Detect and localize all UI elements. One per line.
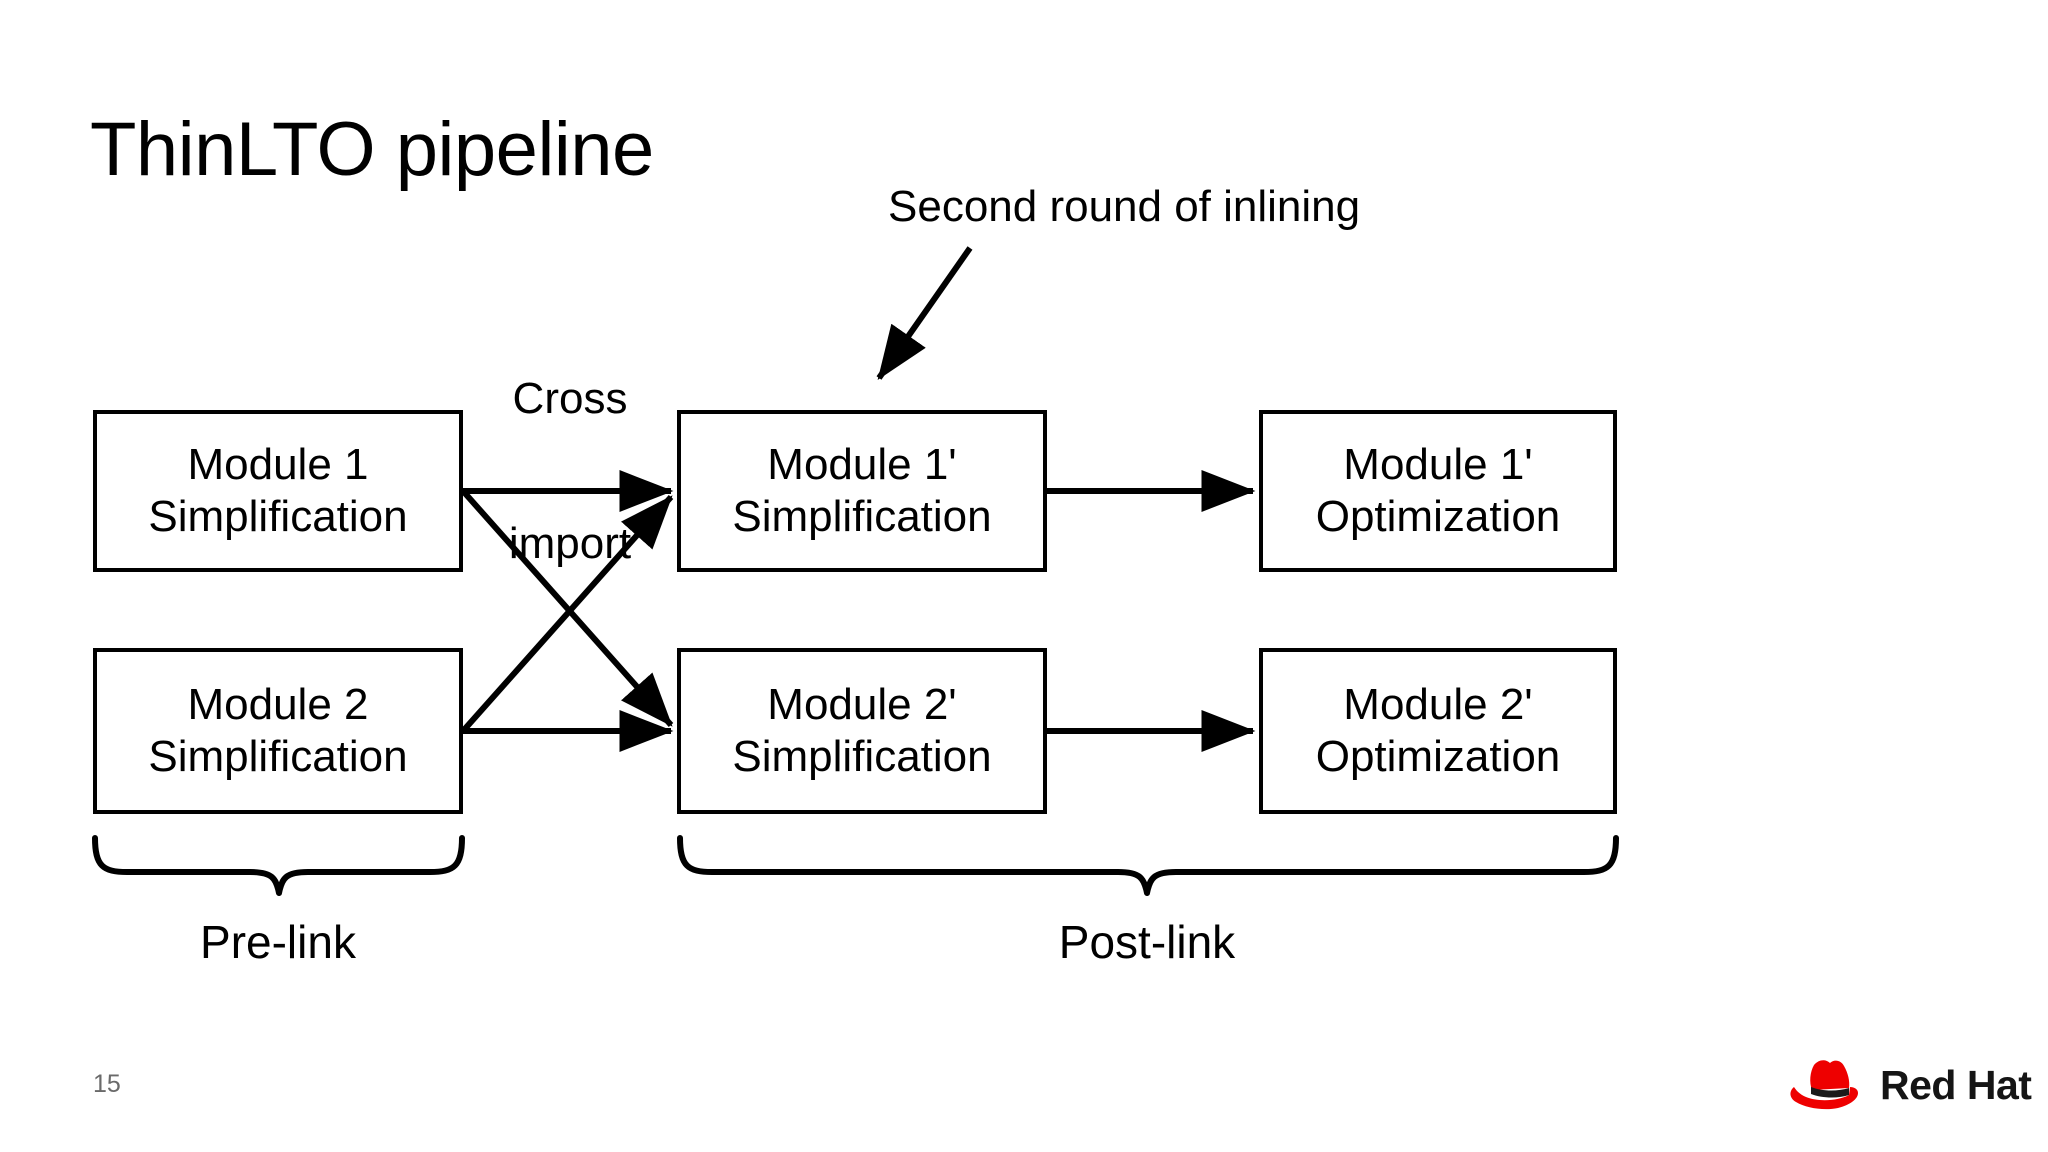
- annotation-second-round-of-inlining: Second round of inlining: [888, 182, 1361, 231]
- brace-post-link: [677, 835, 1619, 896]
- node-line-2: Simplification: [148, 492, 408, 541]
- node-line-1: Module 1': [767, 440, 957, 490]
- label-cross-import-line2: import: [508, 518, 632, 568]
- node-module-1-prime-simplification[interactable]: Module 1' Simplification: [677, 410, 1047, 572]
- node-line-2: Optimization: [1315, 732, 1561, 781]
- node-line-1: Module 2': [1343, 680, 1533, 730]
- red-hat-fedora-icon: [1790, 1060, 1858, 1110]
- group-label-pre-link: Pre-link: [200, 916, 356, 968]
- node-line-2: Simplification: [732, 732, 992, 781]
- brace-pre-link: [92, 835, 465, 896]
- node-line-2: Simplification: [732, 492, 992, 541]
- node-line-1: Module 2: [187, 680, 369, 730]
- label-cross-import: Cross import: [470, 278, 670, 665]
- node-line-1: Module 1': [1343, 440, 1533, 490]
- node-module-2-simplification[interactable]: Module 2 Simplification: [93, 648, 463, 814]
- node-line-1: Module 1: [187, 440, 369, 490]
- label-cross-import-line1: Cross: [512, 373, 628, 423]
- page-title: ThinLTO pipeline: [90, 107, 654, 192]
- annotation-arrow-to-module1p: [876, 246, 973, 380]
- red-hat-wordmark: Red Hat: [1880, 1061, 2032, 1108]
- red-hat-logo: Red Hat: [1788, 1054, 2032, 1116]
- node-module-2-prime-optimization[interactable]: Module 2' Optimization: [1259, 648, 1617, 814]
- node-module-1-simplification[interactable]: Module 1 Simplification: [93, 410, 463, 572]
- node-module-2-prime-simplification[interactable]: Module 2' Simplification: [677, 648, 1047, 814]
- node-line-2: Simplification: [148, 732, 408, 781]
- node-module-1-prime-optimization[interactable]: Module 1' Optimization: [1259, 410, 1617, 572]
- node-line-1: Module 2': [767, 680, 957, 730]
- node-line-2: Optimization: [1315, 492, 1561, 541]
- page-number: 15: [93, 1070, 121, 1098]
- group-label-post-link: Post-link: [1058, 916, 1236, 968]
